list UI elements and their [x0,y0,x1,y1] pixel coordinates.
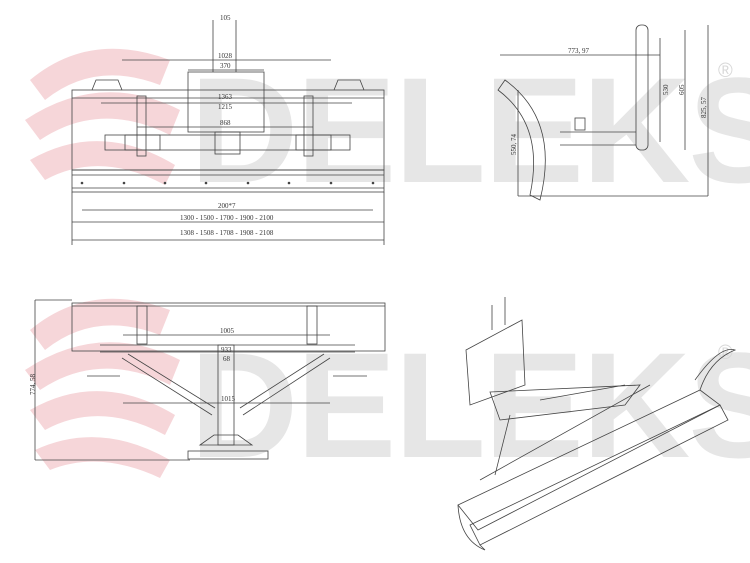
dim-blade-widths: 1300 - 1500 - 1700 - 1900 - 2100 [180,214,274,222]
dim-overall-depth: 774, 58 [29,374,37,395]
dim-depth: 773, 97 [568,47,589,55]
dim-top-bracket: 105 [220,14,231,22]
front-view-drawing [71,20,385,245]
dim-pivot-width: 933 [221,346,232,354]
registered-mark: ® [718,60,733,82]
registered-mark-lower: ® [718,342,733,364]
dim-plate-width: 370 [220,62,231,70]
dim-hole-spacing: 200*7 [218,202,236,210]
dim-frame-inner: 1215 [218,103,232,111]
dim-arm-span: 1005 [220,327,234,335]
dim-base-span: 1015 [221,395,235,403]
side-view-drawing [497,24,709,201]
dim-blade-height: 550, 74 [510,134,518,155]
dim-overall-height: 825, 57 [700,97,708,118]
dim-mount-height-inner: 530 [662,84,670,96]
dim-mount-height: 605 [678,84,686,96]
dim-frame-outer: 1363 [218,93,232,101]
top-view-drawing [34,299,386,461]
dim-cylinder-span: 868 [220,119,231,127]
watermark-brand-text: DELEKS [190,46,750,214]
isometric-view-drawing [457,297,737,551]
dim-mount-width: 1028 [218,52,232,60]
dim-overall-widths: 1308 - 1508 - 1708 - 1908 - 2108 [180,229,274,237]
dim-pin: 68 [223,355,230,363]
